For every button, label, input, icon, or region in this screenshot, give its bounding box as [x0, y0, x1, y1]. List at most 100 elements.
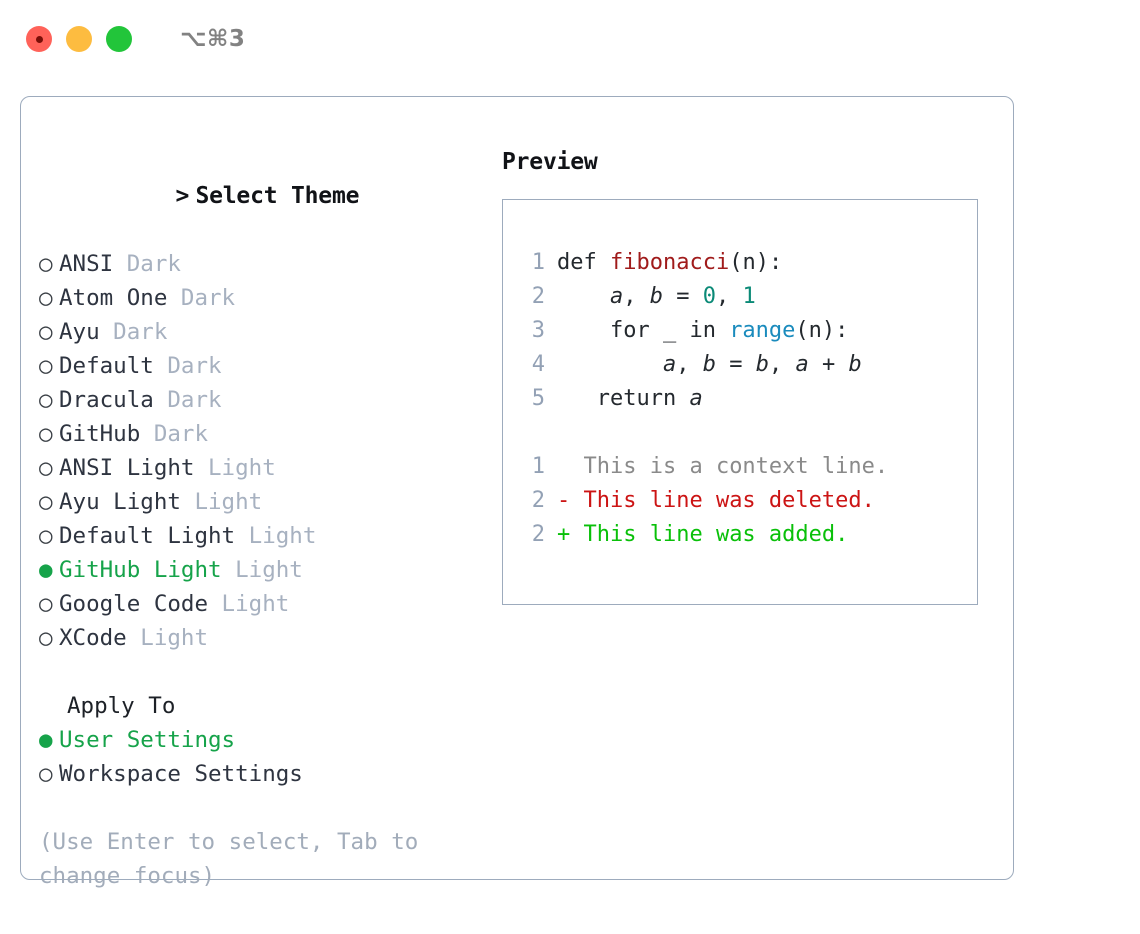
- theme-list-item[interactable]: ○XCode Light: [39, 621, 489, 655]
- theme-list-item[interactable]: ○Default Dark: [39, 349, 489, 383]
- theme-name-label: XCode: [59, 625, 127, 651]
- code-token-var: a: [662, 352, 677, 377]
- diff-text: This line was deleted.: [570, 488, 875, 513]
- diff-sample: 1 This is a context line.2- This line wa…: [521, 450, 977, 552]
- radio-unselected-icon: ○: [39, 625, 53, 651]
- radio-unselected-icon: ○: [39, 591, 53, 617]
- radio-unselected-icon: ○: [39, 251, 53, 277]
- code-line: 1 def fibonacci(n):: [521, 246, 977, 280]
- radio-unselected-icon: ○: [39, 455, 53, 481]
- diff-text: This is a context line.: [570, 454, 889, 479]
- code-line-number: 5: [531, 386, 545, 411]
- select-theme-heading: >Select Theme: [39, 145, 489, 247]
- radio-selected-icon: ●: [39, 557, 53, 583]
- theme-list-item[interactable]: ○ANSI Light Light: [39, 451, 489, 485]
- diff-line: 1 This is a context line.: [521, 450, 977, 484]
- code-token-num: 0: [702, 284, 716, 309]
- theme-kind-label: Light: [208, 591, 290, 617]
- radio-unselected-icon: ○: [39, 489, 53, 515]
- apply-to-option[interactable]: ○Workspace Settings: [39, 757, 489, 791]
- code-token-var: b: [755, 352, 769, 377]
- close-button[interactable]: [26, 26, 52, 52]
- theme-picker-dialog: >Select Theme ○ANSI Dark○Atom One Dark○A…: [20, 96, 1014, 889]
- minimize-button[interactable]: [66, 26, 92, 52]
- code-line-number: 2: [531, 284, 545, 309]
- code-token-plain: +: [808, 352, 849, 377]
- radio-unselected-icon: ○: [39, 523, 53, 549]
- theme-name-label: Ayu: [59, 319, 100, 345]
- code-token-var: b: [848, 352, 862, 377]
- code-token-plain: ,: [715, 284, 743, 309]
- theme-selection-column: >Select Theme ○ANSI Dark○Atom One Dark○A…: [39, 145, 489, 893]
- diff-text: This line was added.: [570, 522, 849, 547]
- theme-list-item[interactable]: ○Ayu Light Light: [39, 485, 489, 519]
- apply-to-section: Apply To ●User Settings○Workspace Settin…: [39, 689, 489, 791]
- apply-to-option[interactable]: ●User Settings: [39, 723, 489, 757]
- theme-name-label: Atom One: [59, 285, 168, 311]
- theme-kind-label: Dark: [99, 319, 168, 345]
- theme-name-label: ANSI Light: [59, 455, 195, 481]
- code-token-plain: [557, 284, 610, 309]
- theme-list-item[interactable]: ○Ayu Dark: [39, 315, 489, 349]
- diff-marker: -: [557, 488, 571, 513]
- code-token-num: 1: [742, 284, 756, 309]
- code-token-call: range: [729, 318, 796, 343]
- theme-kind-label: Dark: [153, 353, 222, 379]
- diff-line-number: 2: [531, 522, 545, 547]
- theme-kind-label: Dark: [153, 387, 222, 413]
- diff-line: 2- This line was deleted.: [521, 484, 977, 518]
- theme-list-item[interactable]: ○ANSI Dark: [39, 247, 489, 281]
- theme-list-item[interactable]: ○Atom One Dark: [39, 281, 489, 315]
- theme-kind-label: Dark: [113, 251, 181, 277]
- apply-to-option-label: User Settings: [59, 727, 236, 753]
- theme-list-item[interactable]: ○Google Code Light: [39, 587, 489, 621]
- preview-heading: Preview: [502, 149, 598, 175]
- theme-list-item[interactable]: ○Default Light Light: [39, 519, 489, 553]
- theme-list-item[interactable]: ○GitHub Dark: [39, 417, 489, 451]
- code-line-number: 3: [531, 318, 545, 343]
- theme-name-label: GitHub Light: [59, 557, 222, 583]
- theme-name-label: GitHub: [59, 421, 141, 447]
- theme-name-label: ANSI: [59, 251, 114, 277]
- code-line: 2 a, b = 0, 1: [521, 280, 977, 314]
- code-line-number: 4: [531, 352, 545, 377]
- code-token-var: a: [689, 386, 703, 411]
- radio-unselected-icon: ○: [39, 761, 53, 787]
- maximize-button[interactable]: [106, 26, 132, 52]
- code-token-var: a: [795, 352, 809, 377]
- radio-unselected-icon: ○: [39, 387, 53, 413]
- code-token-plain: (n):: [729, 250, 783, 275]
- code-token-fn: fibonacci: [609, 250, 730, 275]
- theme-kind-label: Light: [235, 523, 317, 549]
- theme-kind-label: Dark: [167, 285, 236, 311]
- code-token-plain: (n):: [795, 318, 849, 343]
- theme-list-item[interactable]: ●GitHub Light Light: [39, 553, 489, 587]
- diff-marker: +: [557, 522, 571, 547]
- code-token-plain: ,: [768, 352, 796, 377]
- code-line: 3 for _ in range(n):: [521, 314, 977, 348]
- theme-kind-label: Light: [126, 625, 209, 651]
- code-line-number: 1: [531, 250, 545, 275]
- theme-name-label: Google Code: [59, 591, 209, 617]
- radio-unselected-icon: ○: [39, 353, 53, 379]
- theme-list-item[interactable]: ○Dracula Dark: [39, 383, 489, 417]
- radio-unselected-icon: ○: [39, 319, 53, 345]
- title-bar: ⌥⌘3: [0, 0, 1140, 78]
- radio-unselected-icon: ○: [39, 285, 53, 311]
- theme-kind-label: Light: [194, 455, 276, 481]
- help-text: (Use Enter to select, Tab to change focu…: [39, 829, 419, 889]
- prompt-caret-icon: >: [175, 183, 190, 209]
- code-token-var: a: [609, 284, 624, 309]
- code-token-plain: def: [557, 250, 610, 275]
- radio-selected-icon: ●: [39, 727, 53, 753]
- code-line: 4 a, b = b, a + b: [521, 348, 977, 382]
- code-token-var: b: [649, 284, 663, 309]
- code-token-plain: ,: [676, 352, 703, 377]
- theme-name-label: Default Light: [59, 523, 236, 549]
- radio-unselected-icon: ○: [39, 421, 53, 447]
- code-token-plain: for _ in: [557, 318, 730, 343]
- code-token-plain: =: [715, 352, 756, 377]
